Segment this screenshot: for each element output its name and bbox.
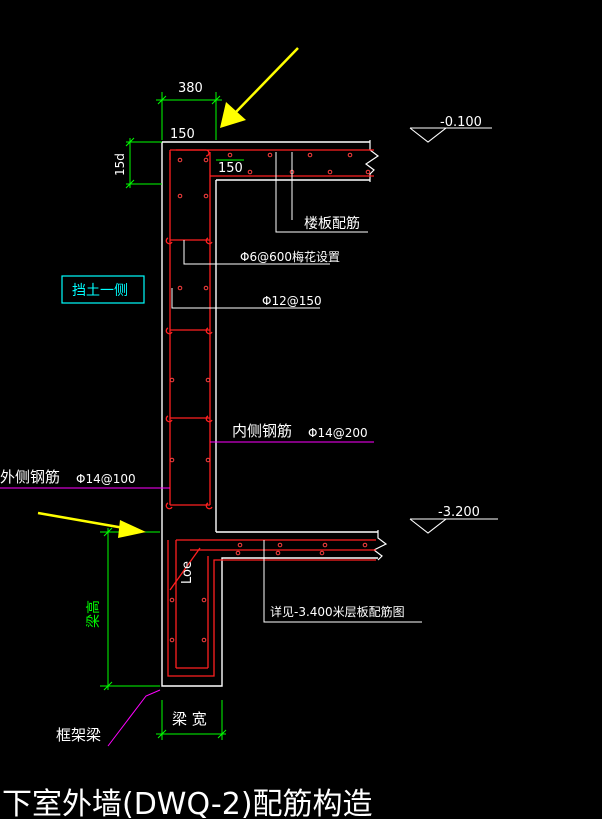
soil-side-label: 挡土一侧 <box>72 283 128 299</box>
rebar <box>165 149 376 677</box>
frame-beam-label: 框架梁 <box>56 726 101 744</box>
inner-rebar-spec: Φ14@200 <box>308 426 368 440</box>
leader-lines <box>171 152 422 623</box>
dim-150-inner: 150 <box>218 161 243 176</box>
yellow-arrow-bottom <box>37 511 146 538</box>
beam-width-label: 梁 宽 <box>172 710 207 728</box>
dim-150-top: 150 <box>170 127 195 142</box>
break-lines <box>364 140 388 561</box>
outer-rebar-label: 外侧钢筋 <box>0 468 60 486</box>
yellow-arrow-top <box>220 47 299 128</box>
dim-380: 380 <box>178 81 203 96</box>
wall-outline <box>161 141 378 687</box>
anchor-loe: Loe <box>180 561 195 584</box>
elevation-markers <box>409 127 498 534</box>
drawing-title: 下室外墙(DWQ-2)配筋构造 <box>2 787 373 819</box>
elevation-top: -0.100 <box>440 115 482 130</box>
beam-height-label: 梁高 <box>85 600 102 628</box>
outer-rebar-spec: Φ14@100 <box>76 472 136 486</box>
soil-side-box <box>61 275 145 304</box>
detail-note: 详见-3.400米层板配筋图 <box>270 604 405 619</box>
tie-bar-label: Φ6@600梅花设置 <box>240 249 340 264</box>
slab-rebar-label: 楼板配筋 <box>304 215 360 232</box>
dim-15d: 15d <box>113 153 127 176</box>
rebar-dots <box>169 152 371 643</box>
horiz-bar-label: Φ12@150 <box>262 294 322 308</box>
magenta-leaders <box>0 441 374 747</box>
elevation-bottom: -3.200 <box>438 505 480 520</box>
inner-rebar-label: 内侧钢筋 <box>232 422 292 440</box>
